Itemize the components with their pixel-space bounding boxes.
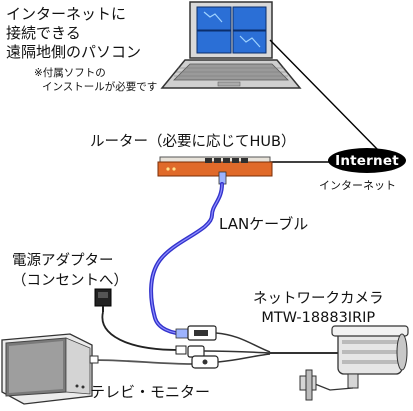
camera-connectors xyxy=(187,325,271,369)
power-adapter-label-line-2: （コンセントへ） xyxy=(12,273,128,289)
remote-pc-label-line-2: 接続できる xyxy=(6,24,81,42)
remote-pc-label-line-1: インターネットに xyxy=(6,5,127,23)
remote-pc-label-line-3: 遠隔地側のパソコン xyxy=(6,43,142,61)
network-camera-icon xyxy=(270,325,409,401)
monitor-icon xyxy=(1,333,93,405)
power-adapter-label: 電源アダプター （コンセントへ） xyxy=(12,251,128,291)
router-label: ルーター（必要に応じてHUB） xyxy=(90,134,296,150)
network-camera-label-line-2: MTW-18883IRIP xyxy=(261,310,376,326)
remote-pc-note: ※付属ソフトの インストールが必要です xyxy=(34,66,157,94)
power-adapter-label-line-1: 電源アダプター xyxy=(12,253,114,269)
remote-pc-note-line-2: インストールが必要です xyxy=(42,81,158,93)
network-camera-label: ネットワークカメラ MTW-18883IRIP xyxy=(253,290,384,328)
lan-cable-icon xyxy=(149,171,227,339)
internet-caption: インターネット xyxy=(319,179,396,192)
router-icon xyxy=(157,156,273,177)
power-adapter-icon xyxy=(94,288,187,355)
internet-badge: Internet xyxy=(328,148,406,173)
lan-cable-label: LANケーブル xyxy=(219,215,309,233)
laptop-icon xyxy=(160,1,302,89)
monitor-label: テレビ・モニター xyxy=(90,383,211,401)
remote-pc-label: インターネットに 接続できる 遠隔地側のパソコン xyxy=(6,5,141,62)
network-camera-label-line-1: ネットワークカメラ xyxy=(253,291,384,307)
remote-pc-note-line-1: ※付属ソフトの xyxy=(34,67,106,79)
